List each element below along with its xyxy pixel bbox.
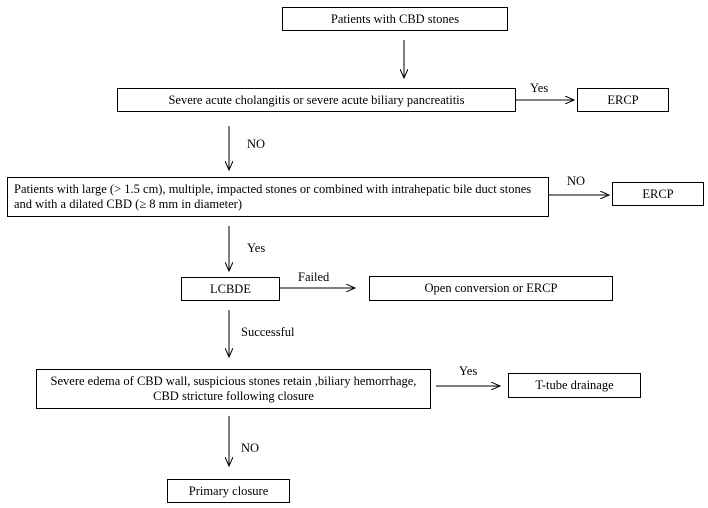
edge-label-yes-2: Yes	[247, 241, 266, 255]
t-tube-text: T-tube drainage	[535, 378, 614, 392]
severe-cholangitis-box: Severe acute cholangitis or severe acute…	[117, 88, 516, 112]
edge-label-no-3: NO	[241, 441, 260, 455]
edge-label-successful: Successful	[241, 325, 295, 339]
ercp-text-1: ERCP	[607, 92, 639, 107]
open-conversion-text: Open conversion or ERCP	[424, 281, 558, 295]
large-stones-box: Patients with large (> 1.5 cm), multiple…	[7, 177, 549, 217]
edge-label-yes-3: Yes	[459, 364, 478, 378]
severe-edema-box: Severe edema of CBD wall, suspicious sto…	[36, 369, 431, 409]
open-conversion-box: Open conversion or ERCP	[369, 276, 613, 301]
large-stones-text: Patients with large (> 1.5 cm), multiple…	[14, 182, 532, 211]
primary-closure-text: Primary closure	[188, 483, 269, 498]
severe-cholangitis-text: Severe acute cholangitis or severe acute…	[168, 92, 465, 107]
edge-label-no-2: NO	[567, 174, 586, 188]
ercp-box-1: ERCP	[577, 88, 669, 112]
edge-label-yes-1: Yes	[530, 81, 549, 95]
lcbde-text: LCBDE	[210, 281, 251, 296]
edge-label-no-1: NO	[247, 137, 266, 151]
lcbde-box: LCBDE	[181, 277, 280, 301]
patients-cbd-text: Patients with CBD stones	[330, 11, 460, 26]
severe-edema-text: Severe edema of CBD wall, suspicious sto…	[50, 374, 417, 403]
ercp-text-2: ERCP	[642, 186, 674, 201]
ercp-box-2: ERCP	[612, 182, 704, 206]
edge-label-failed: Failed	[298, 270, 330, 284]
primary-closure-box: Primary closure	[167, 479, 290, 503]
t-tube-box: T-tube drainage	[508, 373, 641, 398]
patients-cbd-box: Patients with CBD stones	[282, 7, 508, 31]
